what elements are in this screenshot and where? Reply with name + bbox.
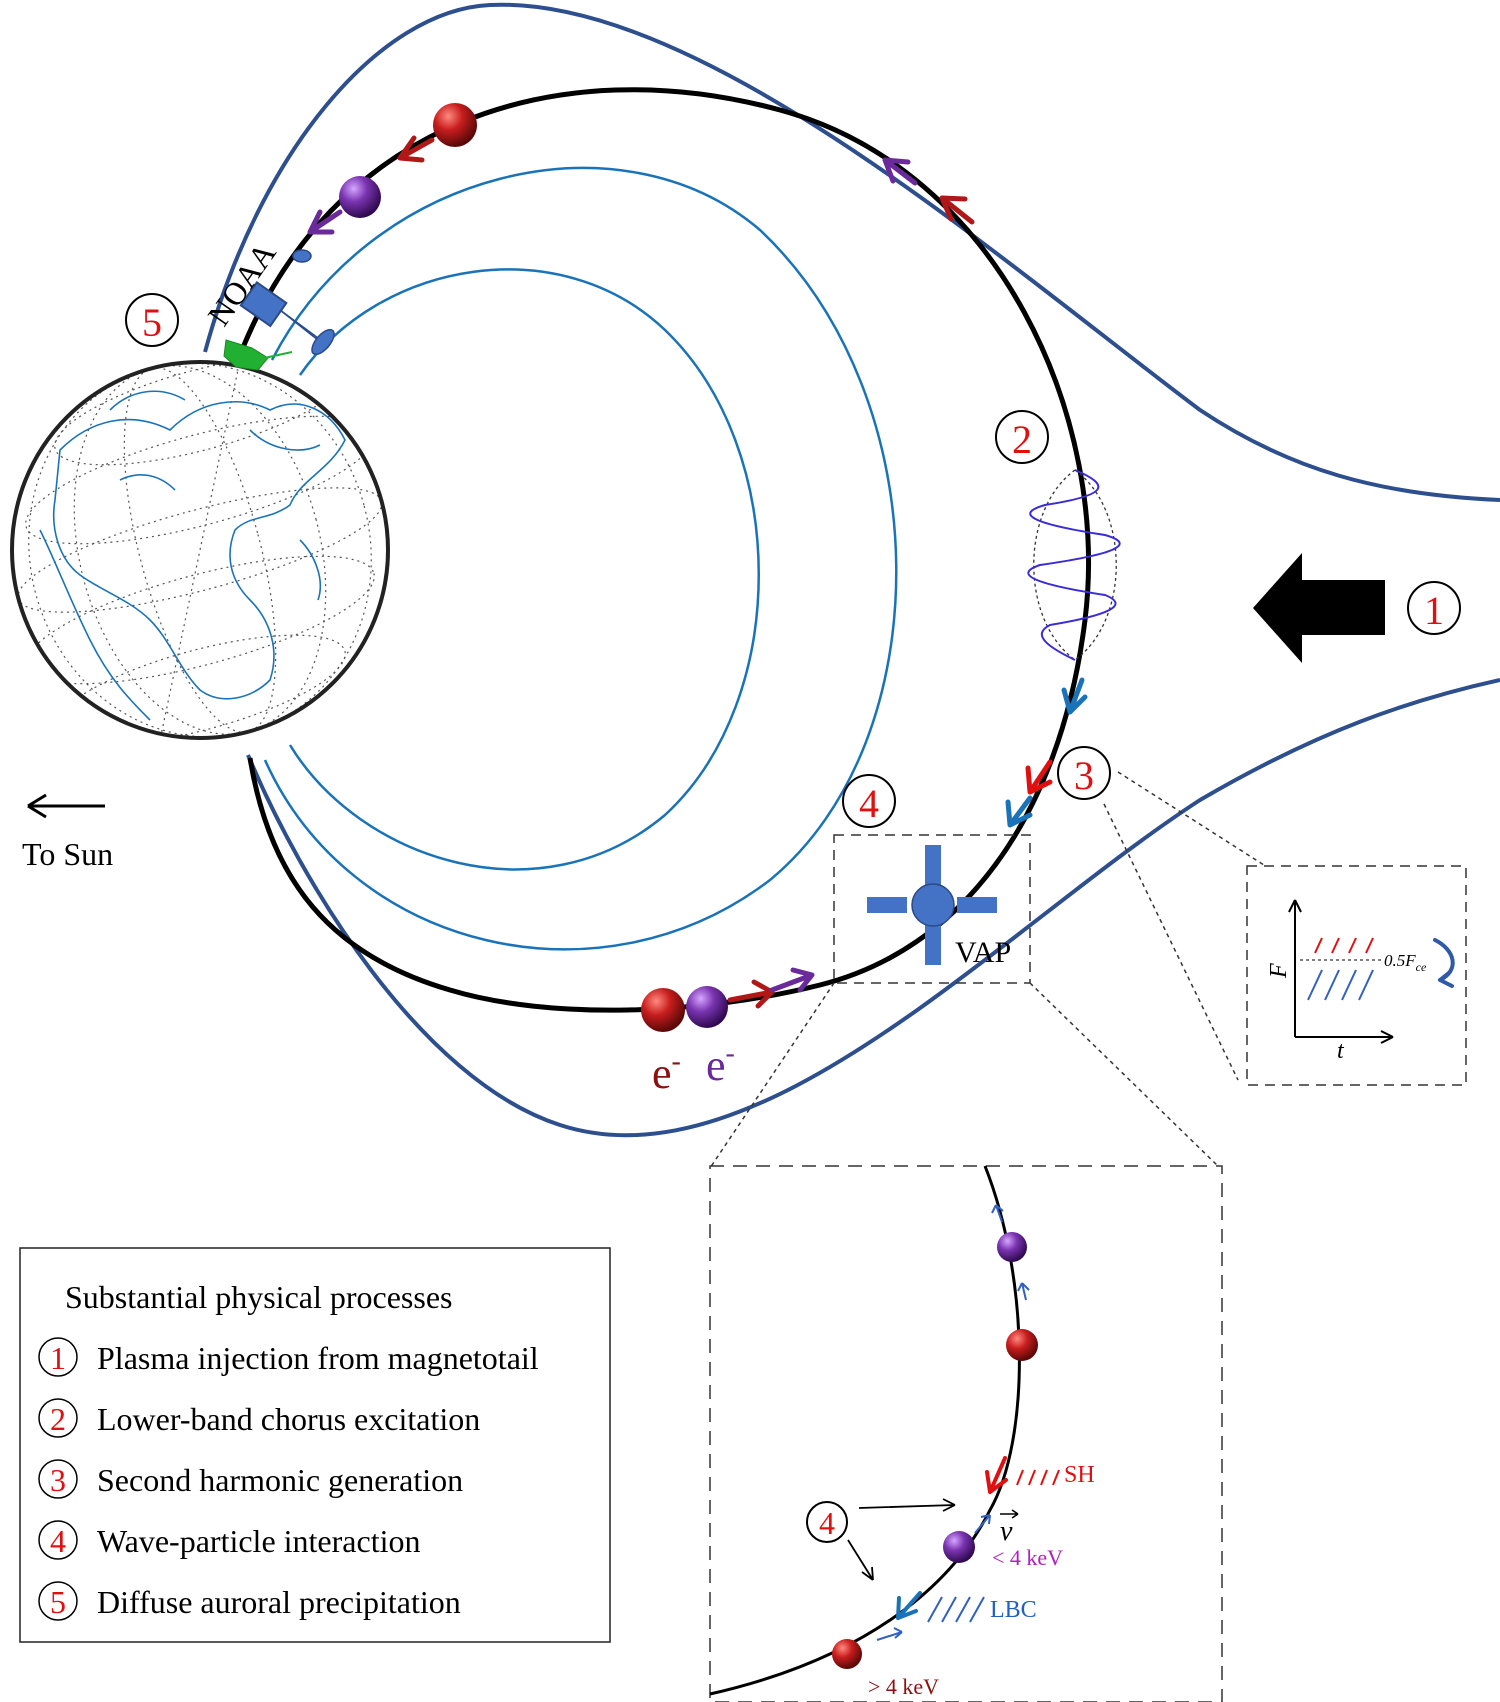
zoom-electron-red-2 [832,1639,862,1669]
svg-text:Wave-particle interaction: Wave-particle interaction [97,1523,420,1559]
vap-box [833,834,1031,984]
earth-globe [10,360,390,740]
marker-4: 4 [842,774,896,828]
svg-text:3: 3 [1074,753,1094,798]
zoom-electron-purple-1 [997,1232,1027,1262]
spectrogram-t-label: t [1337,1038,1345,1064]
to-sun-label: To Sun [22,836,113,872]
zoom-sh-label: SH [1064,1462,1095,1488]
zoom-pointer-1 [858,1498,956,1512]
legend-item-4: 4 Wave-particle interaction [38,1520,420,1560]
legend-item-3: 3 Second harmonic generation [38,1459,463,1499]
half-fce-label: 0.5Fce [1384,951,1427,974]
spectrogram-inset [1246,865,1467,1086]
zoom-above-4kev-label: > 4 keV [868,1674,939,1699]
svg-text:1: 1 [50,1340,66,1376]
vap-label: VAP [955,936,1011,969]
svg-text:Diffuse auroral precipitation: Diffuse auroral precipitation [97,1584,461,1620]
zoom-lbc-hatch [927,1596,985,1623]
legend-title: Substantial physical processes [65,1279,452,1315]
noaa-satellite [239,280,288,328]
inner-field-line [288,268,760,871]
svg-text:4: 4 [859,781,879,826]
marker-1: 1 [1407,581,1461,635]
zoom-v-label: v [1000,1516,1013,1547]
zoom-arrow-blue-3 [974,1514,991,1534]
vap-spacecraft [867,845,997,965]
aurora-ray [254,351,293,361]
zoom-v-arrow [1000,1509,1019,1519]
connector-3-b [1103,803,1239,1081]
legend-item-1: 1 Plasma injection from magnetotail [38,1337,539,1377]
zoom-arrow-blue-5 [876,1627,903,1641]
injection-arrow [1253,553,1385,663]
connector-4-b [1029,982,1221,1169]
svg-text:4: 4 [819,1505,835,1541]
legend-box [19,1247,611,1643]
svg-text:5: 5 [142,300,162,345]
to-sun-arrow [27,793,105,819]
svg-text:1: 1 [1424,588,1444,633]
rotation-arrow-icon [1433,938,1455,988]
aurora-precipitation [223,339,269,371]
zoom-electron-purple-2 [943,1531,975,1563]
middle-field-line [263,166,898,951]
electron-purple-upper [339,176,381,218]
zoom-sh-hatch [1016,1469,1060,1486]
electron-label-red: e- [652,1046,681,1098]
svg-text:4: 4 [50,1523,66,1559]
arrow-red-topright [939,195,975,225]
zoom-pointer-2 [847,1539,874,1581]
zoom-marker-4: 4 [806,1501,848,1543]
zoom-electron-red-1 [1006,1329,1038,1361]
arrow-purple-upper [307,209,343,235]
marker-2: 2 [995,410,1049,464]
arrow-red-upper [397,135,435,163]
spectrogram-y-axis [1288,899,1302,1037]
spectrogram-f-label: F [1266,963,1292,979]
magnetopause-boundary [203,2,1500,502]
arrow-blue-right-1 [1061,677,1088,715]
electron-label-purple: e- [706,1038,735,1090]
zoom-arrow-blue-4 [896,1591,922,1620]
magnetopause-boundary-south [246,678,1500,1138]
svg-text:2: 2 [50,1401,66,1437]
chorus-wave-packet [1027,469,1121,661]
zoom-below-4kev-label: < 4 keV [992,1545,1063,1570]
arrow-red-lower [727,979,775,1009]
legend-item-2: 2 Lower-band chorus excitation [38,1398,480,1438]
arrow-red-right [1025,759,1053,795]
svg-text:Second harmonic generation: Second harmonic generation [97,1462,463,1498]
arrow-blue-right-2 [1005,795,1033,828]
sh-hatch [1314,937,1374,954]
zoom-arrow-blue-1 [991,1204,1004,1223]
electron-purple-lower [686,986,728,1028]
lbc-hatch [1307,969,1374,1001]
electron-red-upper [433,103,477,147]
marker-5: 5 [125,293,179,347]
noaa-detector-upper [292,249,312,263]
svg-text:5: 5 [50,1584,66,1620]
zoom-arrow-red [985,1456,1008,1494]
svg-text:2: 2 [1012,417,1032,462]
svg-text:Lower-band chorus excitation: Lower-band chorus excitation [97,1401,480,1437]
main-field-line [235,87,1091,1013]
svg-text:3: 3 [50,1462,66,1498]
spectrogram-x-axis [1295,1030,1394,1044]
zoom-lbc-label: LBC [990,1597,1037,1623]
svg-text:Plasma injection from magnetot: Plasma injection from magnetotail [97,1340,539,1376]
electron-red-lower [641,988,685,1032]
zoom-arrow-blue-2 [1017,1282,1030,1301]
arrow-purple-lower [769,967,815,993]
arrow-purple-topright [882,157,918,186]
legend-item-5: 5 Diffuse auroral precipitation [38,1581,461,1621]
connector-4-a [709,982,835,1169]
marker-3: 3 [1057,746,1111,800]
zoom-inset [709,1165,1223,1702]
noaa-detector-cone [311,328,335,356]
